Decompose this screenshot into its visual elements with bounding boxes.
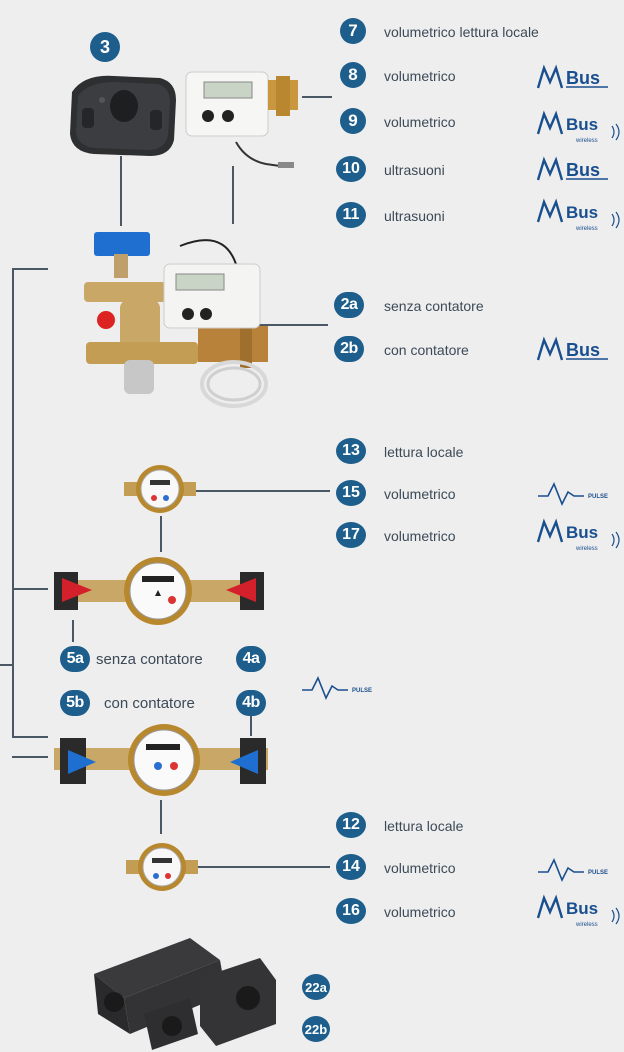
badge-17: 17 — [336, 522, 366, 548]
bracket-bottom — [12, 736, 48, 738]
svg-text:Bus: Bus — [566, 899, 598, 918]
bracket-mid-1 — [12, 588, 48, 590]
item-2a-label: senza contatore — [384, 298, 484, 314]
badge-9: 9 — [340, 108, 366, 134]
svg-text:Bus: Bus — [566, 160, 600, 180]
connector-meter1-to-15 — [192, 490, 330, 492]
svg-text:Bus: Bus — [566, 340, 600, 360]
item-16-label: volumetrico — [384, 904, 456, 920]
badge-22b: 22b — [302, 1016, 330, 1042]
middle-row1-label: senza contatore — [96, 651, 203, 668]
svg-text:PULSE: PULSE — [588, 870, 608, 876]
item-7-label: volumetrico lettura locale — [384, 24, 539, 40]
middle-row2-label: con contatore — [104, 695, 195, 712]
connector-meter2-vertical — [160, 800, 162, 834]
badge-5b: 5b — [60, 690, 90, 716]
item-10-label: ultrasuoni — [384, 162, 445, 178]
bracket-tick — [0, 664, 12, 666]
connector-4b — [250, 716, 252, 736]
badge-4a: 4a — [236, 646, 266, 672]
item-2b-label: con contatore — [384, 342, 469, 358]
svg-text:Bus: Bus — [566, 115, 598, 134]
badge-8: 8 — [340, 62, 366, 88]
water-meter-small-2-image — [126, 836, 198, 896]
badge-14: 14 — [336, 854, 366, 880]
pulse-logo: PULSE — [536, 856, 622, 882]
meter-red-valves-image — [54, 556, 264, 626]
badge-5a: 5a — [60, 646, 90, 672]
svg-text:wireless: wireless — [575, 546, 598, 552]
connector-insulation-to-valve — [120, 156, 122, 226]
item-15-label: volumetrico — [384, 486, 456, 502]
badge-10: 10 — [336, 156, 366, 182]
insulation-blocks-image — [80, 934, 280, 1050]
svg-text:Bus: Bus — [566, 203, 598, 222]
svg-text:wireless: wireless — [575, 138, 598, 144]
item-13-label: lettura locale — [384, 444, 464, 460]
badge-2a: 2a — [334, 292, 364, 318]
item-12-label: lettura locale — [384, 818, 464, 834]
heat-meter-image — [176, 60, 306, 180]
svg-text:wireless: wireless — [575, 226, 598, 232]
svg-text:Bus: Bus — [566, 68, 600, 88]
connector-meter-to-valve — [232, 166, 234, 224]
connector-meter1-vertical — [160, 516, 162, 552]
meter-blue-valves-image — [54, 720, 268, 804]
item-9-label: volumetrico — [384, 114, 456, 130]
connector-meter2-to-14 — [196, 866, 330, 868]
insulation-shell-image — [64, 70, 182, 160]
pulse-logo: PULSE — [536, 480, 622, 506]
connector-5a — [72, 620, 74, 642]
water-meter-small-1-image — [124, 458, 196, 518]
svg-text:PULSE: PULSE — [352, 688, 372, 694]
mbus-logo: Bus — [536, 154, 622, 184]
valve-assembly-image — [84, 224, 294, 424]
badge-22a: 22a — [302, 974, 330, 1000]
badge-11: 11 — [336, 202, 366, 228]
item-8-label: volumetrico — [384, 68, 456, 84]
connector-meter-to-9 — [302, 96, 332, 98]
badge-15: 15 — [336, 480, 366, 506]
item-17-label: volumetrico — [384, 528, 456, 544]
svg-text:wireless: wireless — [575, 922, 598, 928]
bracket-top — [12, 268, 48, 270]
pulse-logo: PULSE — [300, 674, 386, 700]
mbus-wireless-logo: Bus wireless — [536, 518, 622, 554]
item-14-label: volumetrico — [384, 860, 456, 876]
mbus-wireless-logo: Bus wireless — [536, 198, 622, 234]
badge-7: 7 — [340, 18, 366, 44]
badge-4b: 4b — [236, 690, 266, 716]
svg-text:Bus: Bus — [566, 523, 598, 542]
item-11-label: ultrasuoni — [384, 208, 445, 224]
mbus-wireless-logo: Bus wireless — [536, 894, 622, 930]
bracket-mid-2 — [12, 756, 48, 758]
mbus-logo: Bus — [536, 62, 622, 92]
badge-13: 13 — [336, 438, 366, 464]
badge-2b: 2b — [334, 336, 364, 362]
badge-12: 12 — [336, 812, 366, 838]
connector-valve-to-2 — [258, 324, 328, 326]
bracket-vertical — [12, 268, 14, 738]
badge-3: 3 — [90, 32, 120, 62]
mbus-wireless-logo: Bus wireless — [536, 110, 622, 146]
mbus-logo: Bus — [536, 334, 622, 364]
badge-16: 16 — [336, 898, 366, 924]
svg-text:PULSE: PULSE — [588, 494, 608, 500]
